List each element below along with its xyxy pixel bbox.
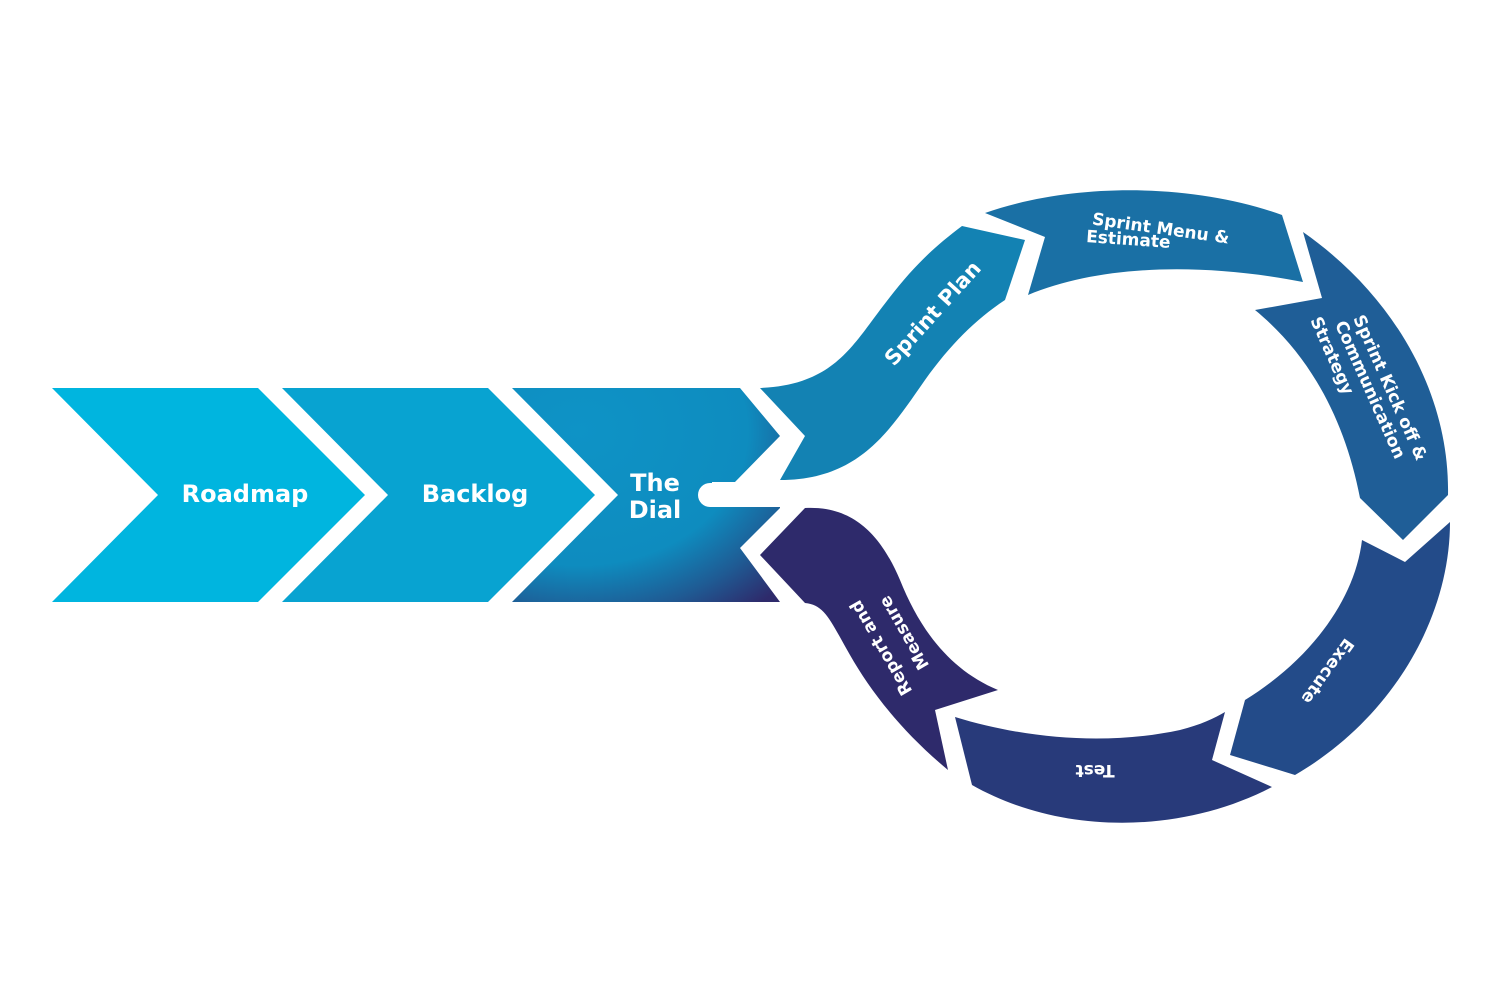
- segment-sprint-plan: [760, 226, 1025, 480]
- cycle-steps: [760, 190, 1450, 823]
- label-roadmap: Roadmap: [182, 480, 309, 508]
- label-the-dial-line2: Dial: [629, 496, 682, 524]
- chevron-the-dial: [512, 388, 780, 602]
- labels: Roadmap Backlog The Dial Sprint Plan Spr…: [182, 210, 1431, 780]
- label-the-dial-line1: The: [630, 469, 680, 497]
- chevron-backlog: [282, 388, 595, 602]
- segment-sprint-kickoff: [1255, 232, 1449, 540]
- segment-report-measure: [760, 507, 998, 770]
- segment-test: [955, 712, 1272, 823]
- label-test: Test: [1075, 760, 1114, 780]
- linear-steps: [52, 388, 788, 602]
- chevron-roadmap: [52, 388, 365, 602]
- dial-pin: [698, 483, 788, 507]
- segment-execute: [1230, 522, 1450, 775]
- segment-sprint-menu: [985, 190, 1303, 295]
- label-backlog: Backlog: [422, 480, 529, 508]
